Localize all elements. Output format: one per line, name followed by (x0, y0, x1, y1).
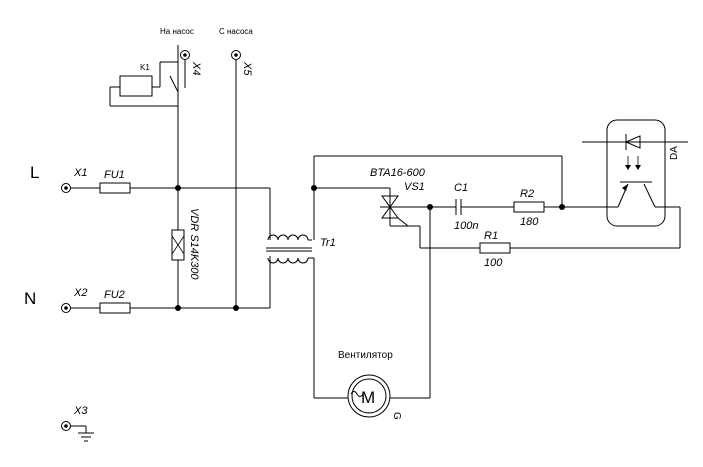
varistor-vdr (171, 229, 185, 261)
terminal-x5-label: X5 (241, 61, 253, 76)
optocoupler-da (582, 119, 688, 227)
terminal-x2-label: X2 (73, 287, 87, 299)
fuse-fu2-label: FU2 (104, 289, 125, 301)
junction-l (175, 185, 181, 191)
transformer-label: Tr1 (320, 237, 336, 249)
resistor-r1 (479, 242, 511, 254)
capacitor-c1-label: C1 (454, 182, 468, 194)
terminal-x4 (180, 50, 190, 60)
terminal-x3-label: X3 (73, 405, 88, 417)
triac-part-label: BTA16-600 (370, 167, 426, 179)
line-label-l: L (30, 163, 39, 182)
triac-vs1 (380, 188, 430, 248)
header-to-pump: На насос (160, 27, 194, 36)
terminal-x3 (61, 421, 71, 431)
resistor-r2-value: 180 (520, 216, 539, 228)
capacitor-c1-value: 100n (454, 220, 478, 232)
varistor-label: VDR S14K300 (188, 208, 200, 280)
terminal-x1 (61, 183, 71, 193)
motor-letter: M (361, 388, 375, 407)
ground-icon (70, 425, 94, 442)
resistor-r2 (513, 201, 545, 213)
header-from-pump: С насоса (219, 27, 253, 36)
resistor-r1-value: 100 (484, 257, 503, 269)
motor-ref-label: G (391, 412, 402, 420)
fan-label: Вентилятор (338, 350, 393, 361)
line-label-n: N (24, 289, 36, 308)
resistor-r1-label: R1 (484, 230, 498, 242)
triac-ref-label: VS1 (404, 181, 425, 193)
junction-r2 (559, 204, 565, 210)
terminal-x1-label: X1 (73, 167, 87, 179)
capacitor-c1 (455, 199, 462, 215)
fuse-fu1 (99, 182, 131, 194)
junction-n-178 (175, 305, 181, 311)
terminal-x2 (61, 303, 71, 313)
junction-n-236 (233, 305, 239, 311)
optocoupler-label: DA (669, 146, 680, 160)
fuse-fu2 (99, 302, 131, 314)
relay-coil-label: K1 (140, 63, 150, 72)
fuse-fu1-label: FU1 (104, 169, 125, 181)
terminal-x5 (231, 50, 241, 60)
transformer-tr1 (266, 188, 315, 308)
relay-contact (169, 60, 186, 93)
resistor-r2-label: R2 (520, 188, 534, 200)
relay-coil-k1 (109, 61, 178, 107)
terminal-x4-label: X4 (190, 61, 202, 75)
fan-motor (347, 374, 391, 418)
